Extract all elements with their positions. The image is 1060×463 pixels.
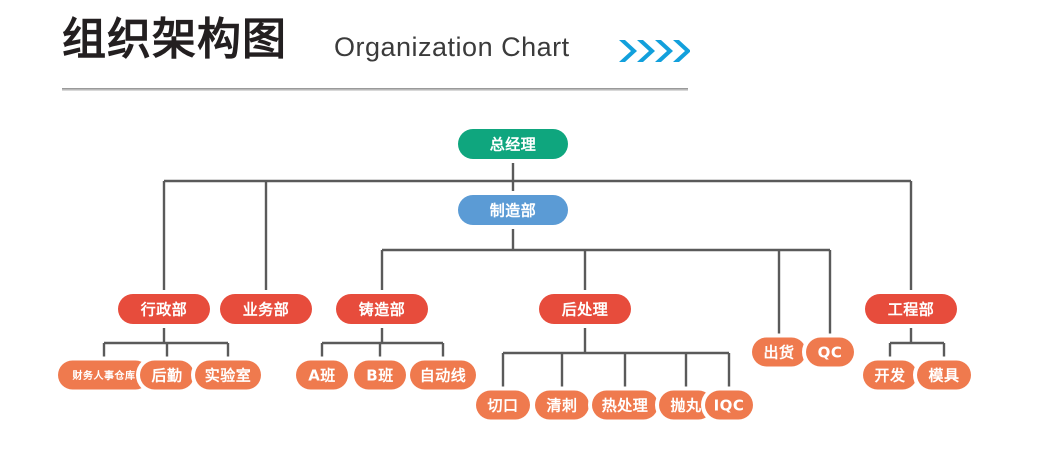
org-node-pill[interactable] [118, 294, 210, 324]
org-node-label: 热处理 [602, 397, 649, 415]
org-node-label: 自动线 [420, 367, 467, 385]
page-title-en: Organization Chart [334, 32, 570, 62]
org-node-shiftB[interactable]: B班 [350, 356, 410, 394]
org-node-pill[interactable] [535, 390, 589, 420]
org-node-logistics[interactable]: 后勤 [136, 356, 198, 394]
header-divider [62, 88, 688, 91]
org-node-label: 开发 [874, 367, 906, 385]
org-node-pill[interactable] [752, 337, 806, 367]
org-node-label: 铸造部 [359, 301, 406, 319]
org-node-sales[interactable]: 业务部 [216, 290, 316, 328]
org-node-label: 模具 [928, 367, 959, 385]
org-node-lab[interactable]: 实验室 [191, 356, 265, 394]
org-node-autoline[interactable]: 自动线 [406, 356, 480, 394]
org-node-postproc[interactable]: 后处理 [535, 290, 635, 328]
org-node-shipping[interactable]: 出货 [748, 333, 810, 371]
org-node-pill[interactable] [592, 390, 658, 420]
org-node-pill[interactable] [806, 337, 854, 367]
org-node-label: 切口 [487, 397, 518, 415]
connector-layer [102, 159, 946, 391]
org-node-label: B班 [366, 367, 393, 385]
org-node-label: 工程部 [888, 301, 935, 319]
org-node-pill[interactable] [296, 360, 348, 390]
org-node-label: 总经理 [490, 136, 537, 154]
org-node-label: 实验室 [205, 367, 252, 385]
chevron-right-icon [637, 40, 655, 62]
org-node-deburr[interactable]: 清刺 [531, 386, 593, 424]
org-node-pill[interactable] [220, 294, 312, 324]
page-header: 组织架构图 Organization Chart [0, 0, 1060, 100]
org-node-label: 清刺 [546, 397, 577, 415]
org-node-shiftA[interactable]: A班 [292, 356, 352, 394]
org-node-label: 财务人事仓库 [72, 369, 136, 382]
org-node-pill[interactable] [705, 390, 753, 420]
org-node-admin[interactable]: 行政部 [114, 290, 214, 328]
org-node-pill[interactable] [659, 390, 713, 420]
org-node-eng[interactable]: 工程部 [861, 290, 961, 328]
org-node-qc[interactable]: QC [802, 333, 858, 371]
org-node-shotblast[interactable]: 抛丸 [655, 386, 717, 424]
org-node-cut[interactable]: 切口 [472, 386, 534, 424]
org-node-gm[interactable]: 总经理 [454, 125, 572, 163]
org-node-label: 制造部 [490, 202, 537, 220]
org-node-pill[interactable] [410, 360, 476, 390]
double-chevron-right-icon [618, 38, 691, 64]
org-chart-canvas: 总经理制造部行政部 业务部 铸造部 后处理出货 QC 工程部财务人事仓库 后勤 实验室 A班 B班… [0, 100, 1060, 463]
org-node-pill[interactable] [865, 294, 957, 324]
org-node-pill[interactable] [863, 360, 917, 390]
org-node-label: 后处理 [562, 301, 609, 319]
chevron-right-icon [619, 40, 637, 62]
org-node-casting[interactable]: 铸造部 [332, 290, 432, 328]
chevron-right-icon [673, 40, 691, 62]
org-node-pill[interactable] [195, 360, 261, 390]
org-node-label: 行政部 [140, 301, 188, 319]
org-node-iqc[interactable]: IQC [701, 386, 757, 424]
org-node-label: 后勤 [151, 367, 182, 385]
org-node-label: 出货 [763, 344, 794, 362]
org-node-pill[interactable] [917, 360, 971, 390]
org-node-label: 抛丸 [670, 397, 702, 415]
org-node-pill[interactable] [539, 294, 631, 324]
page-title-cn: 组织架构图 [62, 14, 287, 65]
org-node-label: 业务部 [243, 301, 290, 319]
org-node-pill[interactable] [336, 294, 428, 324]
org-node-pill[interactable] [458, 195, 568, 225]
chevron-right-icon [655, 40, 673, 62]
org-node-heat[interactable]: 热处理 [588, 386, 662, 424]
org-node-mold[interactable]: 模具 [913, 356, 975, 394]
org-node-finance[interactable]: 财务人事仓库 [54, 356, 154, 394]
org-node-pill[interactable] [140, 360, 194, 390]
org-node-label: QC [818, 344, 843, 362]
org-node-label: IQC [714, 397, 745, 415]
org-node-label: A班 [308, 367, 336, 385]
org-node-dev[interactable]: 开发 [859, 356, 921, 394]
org-node-pill[interactable] [354, 360, 406, 390]
org-node-pill[interactable] [458, 129, 568, 159]
org-node-pill[interactable] [476, 390, 530, 420]
org-node-pill[interactable] [58, 360, 150, 390]
org-node-mfg[interactable]: 制造部 [454, 191, 572, 229]
